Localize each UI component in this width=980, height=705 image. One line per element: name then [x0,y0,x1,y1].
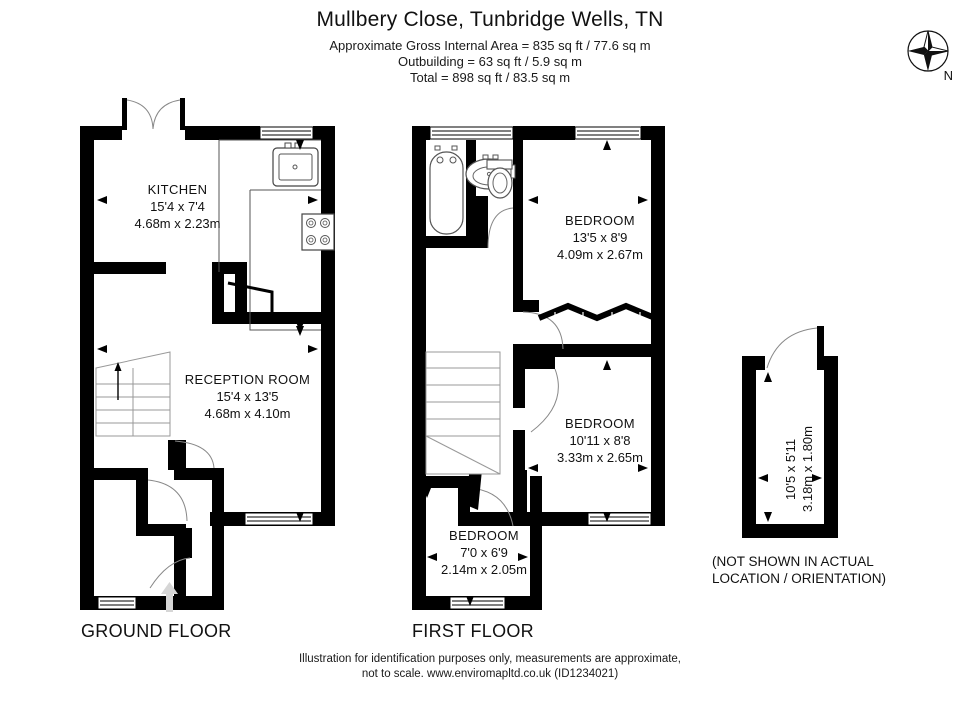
french-doors-kitchen [122,98,185,130]
room-dims-metric: 4.68m x 2.23m [134,216,221,231]
ground-dimension-arrows [97,140,318,522]
footer-line-2: not to scale. www.enviromapltd.co.uk (ID… [361,668,619,680]
room-dims-imperial: 15'4 x 13'5 [216,389,279,404]
outbuilding-plan [742,326,838,538]
room-dims-metric: 4.68m x 4.10m [204,406,291,421]
floor-label-ground: GROUND FLOOR [81,621,232,641]
floor-label-first: FIRST FLOOR [412,621,534,641]
outbuilding-note-line2: LOCATION / ORIENTATION) [712,571,887,586]
room-dims-metric: 4.09m x 2.67m [557,247,643,262]
kitchen-hob-icon [301,213,335,251]
ground-floor-windows [97,126,314,610]
footer-disclaimer: Illustration for identification purposes… [0,652,980,682]
room-name: BEDROOM [565,416,635,431]
room-dims-imperial: 10'11 x 8'8 [569,433,631,448]
room-label-bedroom-3: BEDROOM 7'0 x 6'9 2.14m x 2.05m [398,527,570,578]
room-label-bedroom-1: BEDROOM 13'5 x 8'9 4.09m x 2.67m [500,212,700,263]
compass-rose-icon [907,30,949,72]
page-title: Mullbery Close, Tunbridge Wells, TN [316,8,664,31]
outbuilding-note-line1: (NOT SHOWN IN ACTUAL [712,554,874,569]
room-dims-imperial: 7'0 x 6'9 [460,545,508,560]
room-dims-metric: 2.14m x 2.05m [441,562,527,577]
room-dims-imperial: 15'4 x 7'4 [150,199,205,214]
front-door [149,528,192,589]
kitchen-sink-icon [272,142,319,187]
area-summary: Approximate Gross Internal Area = 835 sq… [0,38,980,86]
door-reception-hall [168,440,215,470]
room-label-kitchen: KITCHEN 15'4 x 7'4 4.68m x 2.23m [85,181,270,232]
compass-north-label: N [943,68,953,83]
room-name: KITCHEN [147,182,208,197]
entry-arrow-icon [161,582,178,612]
door-bedroom-2 [530,368,559,433]
stair-gate [466,465,482,510]
wardrobe-bedroom-1 [537,302,657,322]
room-label-bedroom-2: BEDROOM 10'11 x 8'8 3.33m x 2.65m [500,415,700,466]
room-name: BEDROOM [449,528,519,543]
room-name: BEDROOM [565,213,635,228]
compass: N [905,28,953,83]
room-dims-metric: 3.33m x 2.65m [557,450,643,465]
staircase-ground [95,351,171,437]
ground-floor-plan [80,98,335,612]
bathtub-icon [429,145,464,235]
first-floor-plan [412,126,665,610]
outbuilding-door-gap [765,356,817,370]
door-bathroom [487,207,514,249]
outbuilding-door-swing [766,327,818,369]
area-total: Total = 898 sq ft / 83.5 sq m [409,70,571,85]
first-floor-windows [429,126,652,610]
door-wc [147,479,188,522]
room-dims-imperial: 13'5 x 8'9 [572,230,628,245]
bathroom-toilet-icon [486,159,516,199]
area-outbuilding: Outbuilding = 63 sq ft / 5.9 sq m [398,54,582,69]
footer-line-1: Illustration for identification purposes… [298,653,682,665]
room-name: RECEPTION ROOM [184,372,311,387]
room-label-reception-room: RECEPTION ROOM 15'4 x 13'5 4.68m x 4.10m [140,371,355,422]
outbuilding-dims-metric: 3.18m x 1.80m [800,426,815,512]
staircase-first [425,351,501,475]
outbuilding-dims-imperial: 10'5 x 5'11 [783,438,798,500]
area-gross-internal: Approximate Gross Internal Area = 835 sq… [329,38,651,53]
first-dimension-arrows [423,140,648,606]
understair-door [227,281,274,313]
door-bedroom-1 [522,311,564,350]
outbuilding-dimension-arrows [758,372,822,522]
